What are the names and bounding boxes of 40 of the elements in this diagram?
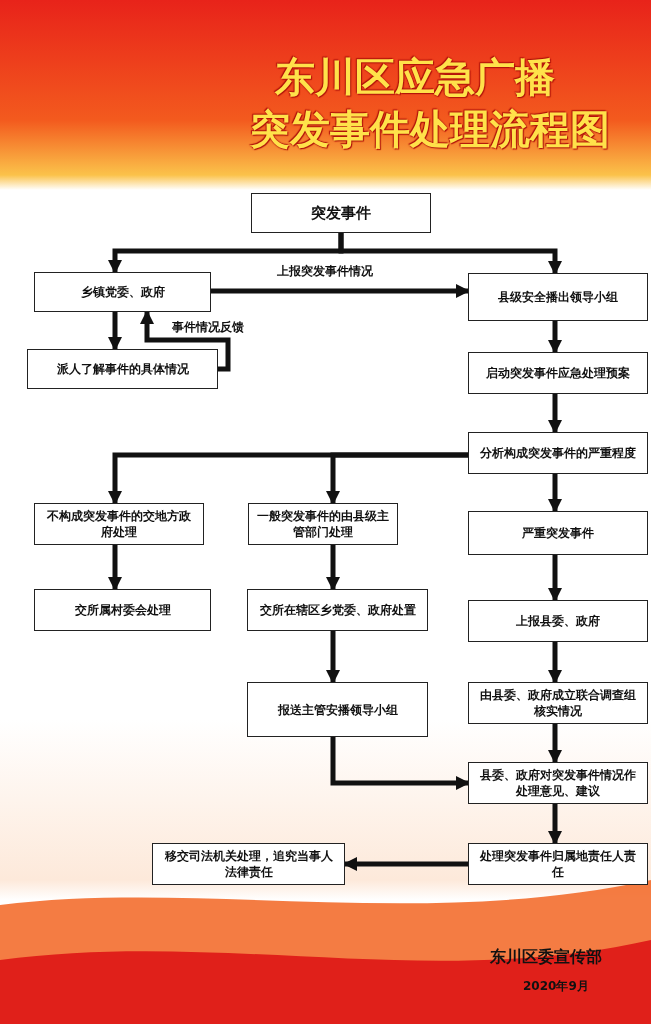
- title: 东川区应急广播: [275, 53, 555, 102]
- date-text: 2020年9月: [523, 978, 589, 995]
- arrow: [548, 804, 562, 845]
- arrow: [338, 233, 562, 275]
- start-box: 突发事件: [251, 193, 431, 233]
- process-box: 交所属村委会处理: [34, 589, 211, 631]
- process-box: 由县委、政府成立联合调查组核实情况: [468, 682, 648, 724]
- arrow: [326, 631, 340, 684]
- department-name: 东川区委宣传部: [490, 947, 602, 968]
- arrow: [326, 545, 340, 591]
- process-box: 乡镇党委、政府: [34, 272, 211, 312]
- arrow: [140, 310, 231, 372]
- subtitle: 突发事件处理流程图: [250, 105, 610, 154]
- arrow: [548, 642, 562, 684]
- process-box: 交所在辖区乡党委、政府处置: [247, 589, 428, 631]
- arrow: [548, 724, 562, 764]
- arrow: [548, 321, 562, 354]
- arrow: [108, 545, 122, 591]
- arrow: [548, 555, 562, 602]
- process-box: 启动突发事件应急处理预案: [468, 352, 648, 394]
- edge-label: 事件情况反馈: [171, 319, 245, 336]
- process-box: 不构成突发事件的交地方政府处理: [34, 503, 204, 545]
- process-box: 报送主管安播领导小组: [247, 682, 428, 737]
- arrow: [108, 312, 122, 351]
- arrow: [548, 394, 562, 434]
- process-box: 严重突发事件: [468, 511, 648, 555]
- process-box: 上报县委、政府: [468, 600, 648, 642]
- process-box: 处理突发事件归属地责任人责任: [468, 843, 648, 885]
- process-box: 县委、政府对突发事件情况作处理意见、建议: [468, 762, 648, 804]
- arrow: [211, 284, 470, 298]
- arrow: [330, 737, 470, 790]
- process-box: 县级安全播出领导小组: [468, 273, 648, 321]
- arrow: [343, 857, 468, 871]
- process-box: 派人了解事件的具体情况: [27, 349, 218, 389]
- arrow: [326, 452, 468, 505]
- arrow: [548, 474, 562, 513]
- edge-label: 上报突发事件情况: [276, 263, 374, 280]
- process-box: 移交司法机关处理，追究当事人法律责任: [152, 843, 345, 885]
- process-box: 分析构成突发事件的严重程度: [468, 432, 648, 474]
- process-box: 一般突发事件的由县级主管部门处理: [248, 503, 398, 545]
